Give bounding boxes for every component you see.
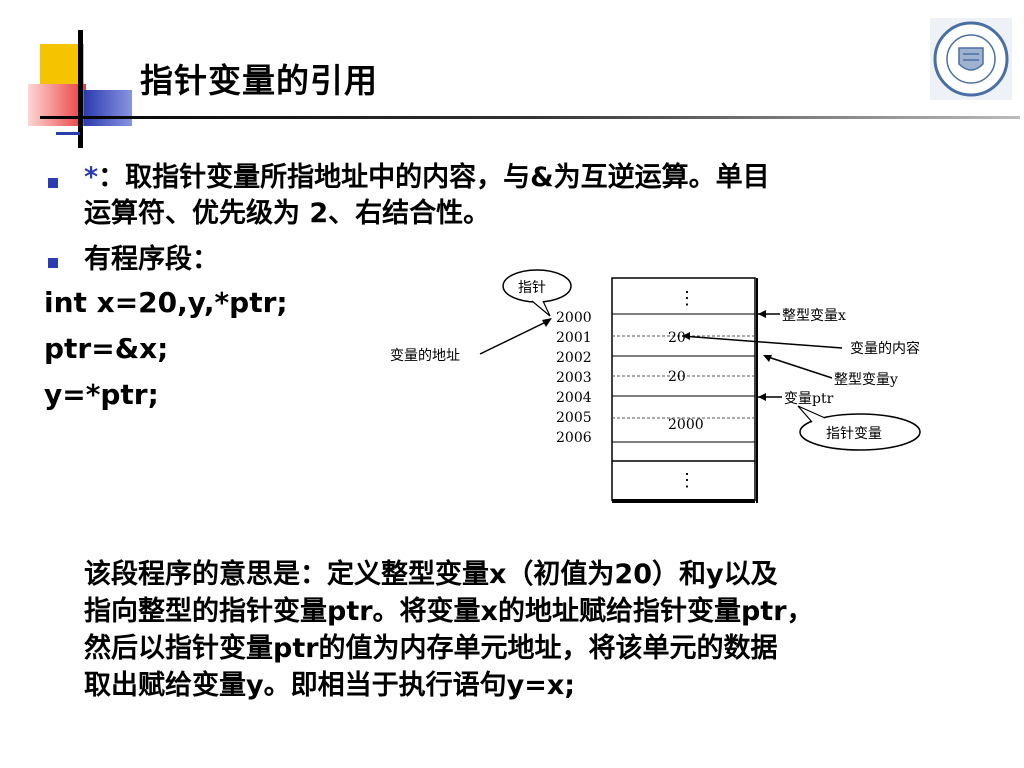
deco-blue-block [84,90,132,126]
var-content-label: 变量的内容 [850,340,920,357]
memory-diagram: 指针 ⋮ ⋮ 2000 2001 2002 2003 2004 2005 200… [390,269,921,503]
ellipsis-top: ⋮ [678,288,696,309]
address-label: 2003 [556,370,592,386]
memory-column [611,277,756,462]
paragraph-line: 取出赋给变量y。即相当于执行语句y=x; [84,670,576,701]
address-label: 2000 [556,310,592,326]
paragraph-line: 然后以指针变量ptr的值为内存单元地址，将该单元的数据 [84,633,778,664]
address-label: 2006 [556,430,592,446]
paragraph-line: 指向整型的指针变量ptr。将变量x的地址赋给指针变量ptr， [84,596,814,627]
deco-vertical-bar [78,30,83,148]
address-label: 2001 [556,330,592,346]
pointer-var-callout-label: 指针变量 [826,426,882,442]
code-line: int x=20,y,*ptr; [44,286,288,319]
bullet-1-line-1: *：取指针变量所指地址中的内容，与&为互逆运算。单目 [84,162,770,193]
bullet-1-line-2: 运算符、优先级为 2、右结合性。 [84,198,491,229]
cell-value: 20 [668,369,686,385]
title-underline [40,116,1020,119]
deco-red-block [28,84,86,126]
asterisk-symbol: * [84,162,99,193]
int-y-label: 整型变量y [834,372,898,388]
deco-yellow-block [40,44,84,90]
pointer-var-callout-bubble [799,413,921,451]
explanation-paragraph: 该段程序的意思是：定义整型变量x（初值为20）和y以及 指向整型的指针变量ptr… [84,556,984,704]
code-line: y=*ptr; [44,378,159,411]
cell-value: 2000 [668,417,704,433]
pointer-callout-label: 指针 [518,280,546,296]
int-x-label: 整型变量x [782,308,846,324]
cell-value: 20 [668,330,686,346]
bullet-marker [48,178,58,188]
paragraph-line: 该段程序的意思是：定义整型变量x（初值为20）和y以及 [84,559,778,590]
code-line: ptr=&x; [44,332,169,365]
var-address-label: 变量的地址 [390,348,460,364]
var-ptr-label: 变量ptr [784,391,834,407]
address-label: 2004 [556,390,592,406]
address-label: 2002 [556,350,592,366]
bullet-marker [48,258,58,268]
slide-title: 指针变量的引用 [140,61,378,100]
ellipsis-bottom: ⋮ [678,470,696,491]
bullet-2-line-1: 有程序段： [84,244,219,275]
deco-small-blue-line [56,132,80,135]
address-label: 2005 [556,410,592,426]
university-logo [930,18,1012,100]
